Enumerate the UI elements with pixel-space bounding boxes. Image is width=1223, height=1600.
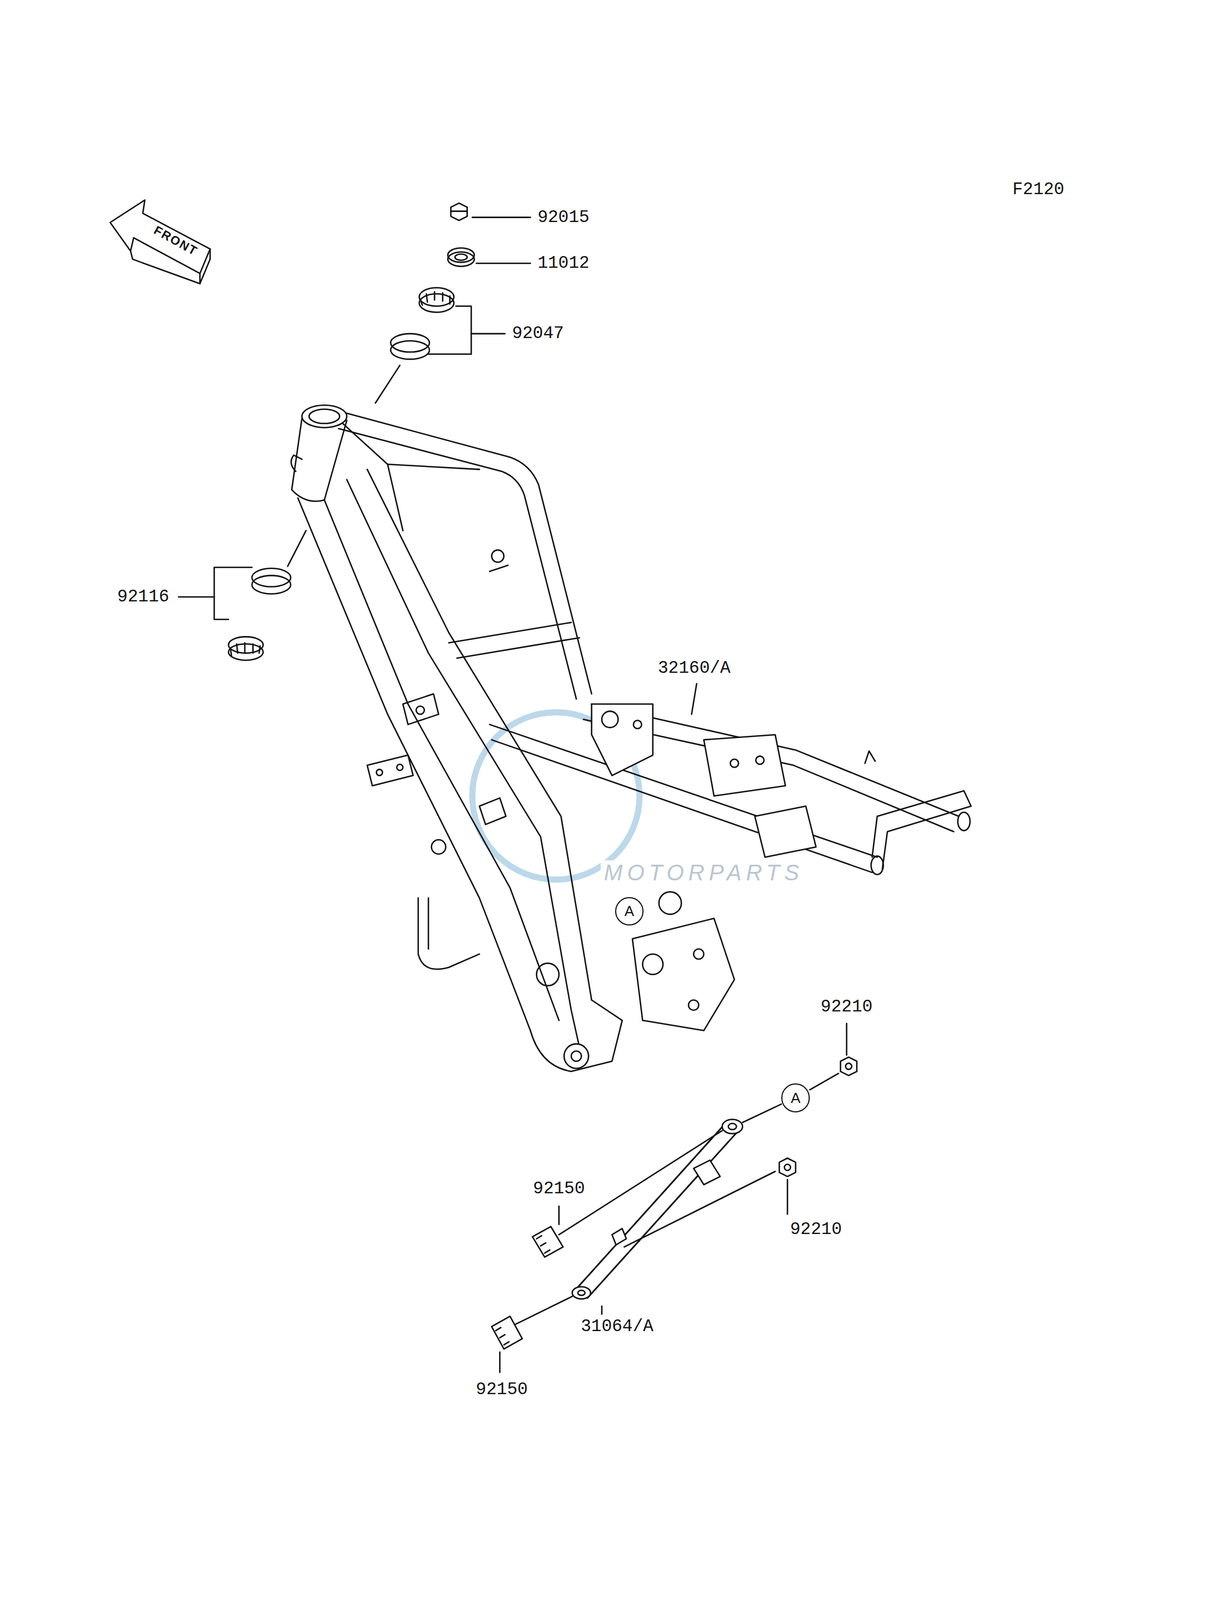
reference-circle: A [615,896,644,926]
callout-number: 92150 [475,1379,528,1399]
figure-code: F2120 [1012,180,1065,200]
reference-letter: A [790,1089,801,1107]
reference-letter: A [624,902,635,920]
callout-number: 92210 [790,1219,843,1239]
callout-number: 92015 [537,208,590,227]
callout-number: 11012 [537,253,590,273]
callout-number: 92150 [533,1178,586,1198]
callout-number: 92047 [511,324,564,343]
watermark: MOTORPARTS [600,859,807,885]
callout-number: 31064/A [580,1316,654,1336]
callout-number: 92210 [820,997,873,1017]
reference-circle: A [781,1083,810,1112]
callout-number: 92116 [117,587,169,607]
callout-number: 32160/A [658,658,731,678]
